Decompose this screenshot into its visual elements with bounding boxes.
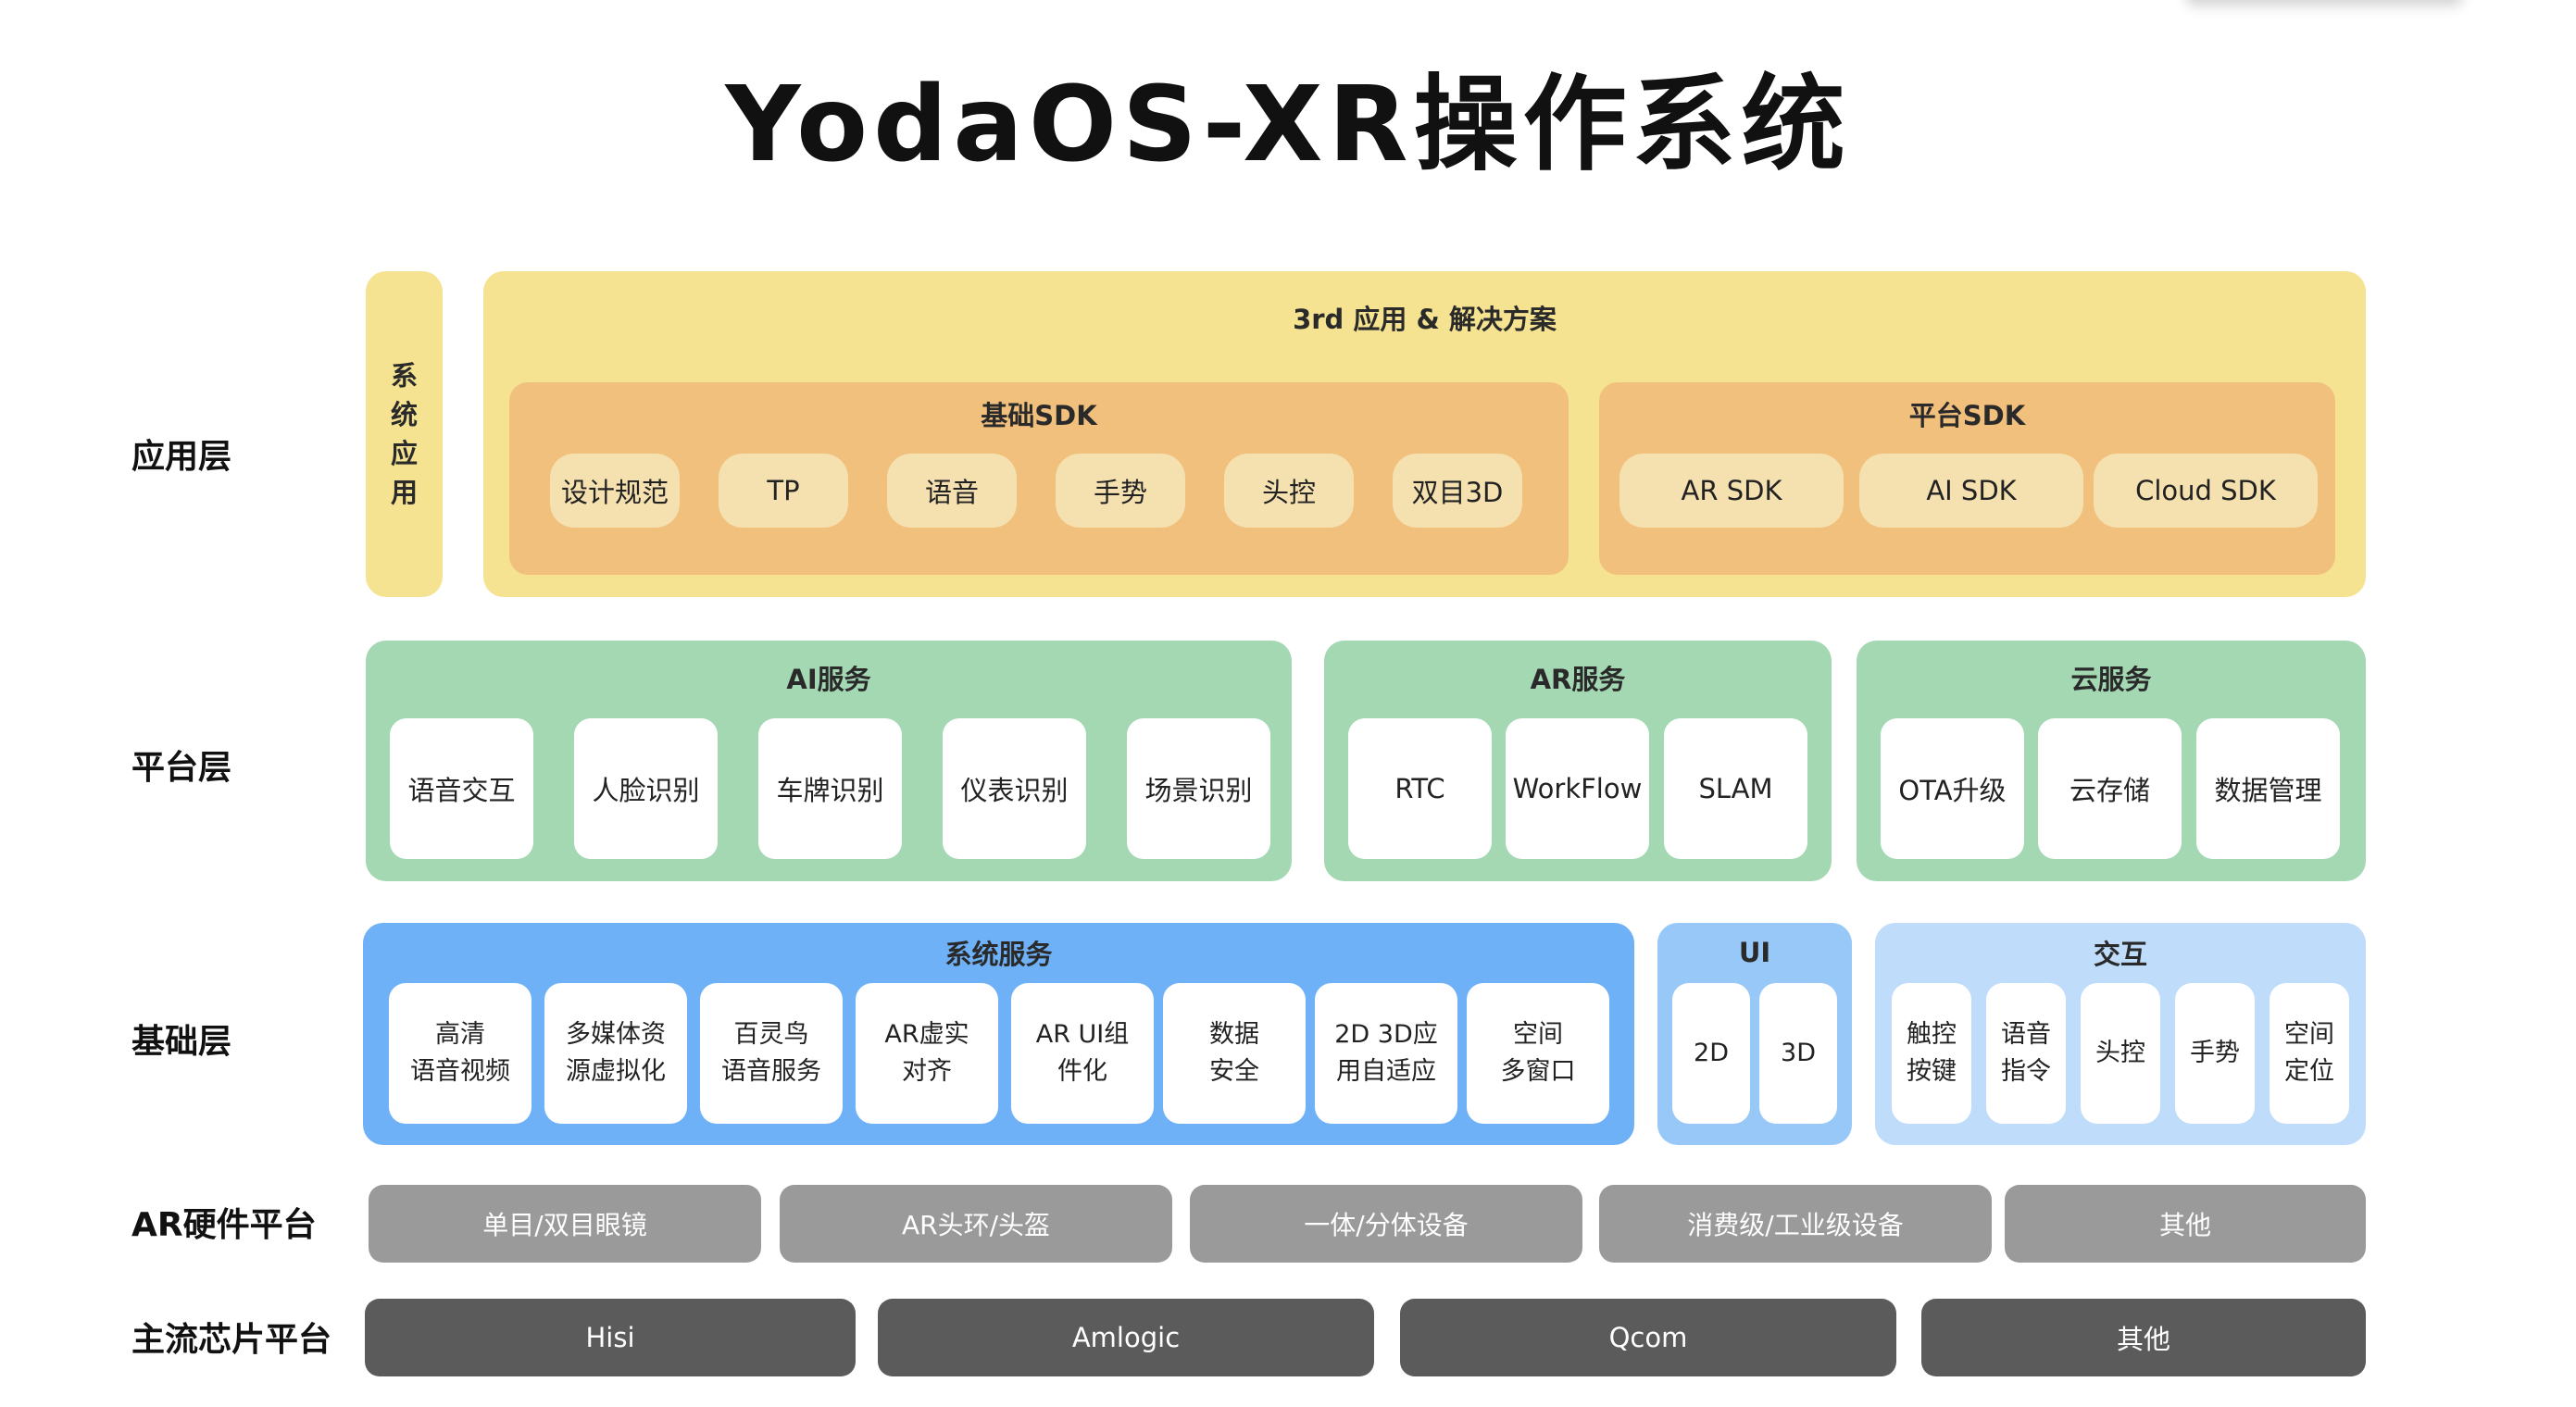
system-apps-char: 统 xyxy=(390,399,418,430)
layer-label-platform: 平台层 xyxy=(131,749,232,787)
system-apps-char: 系 xyxy=(390,360,418,392)
ui-item-3d: 3D xyxy=(1759,983,1837,1124)
ai-service-panel: AI服务 语音交互 人脸识别 车牌识别 仪表识别 场景识别 xyxy=(366,641,1292,881)
ai-item-plate-recognition: 车牌识别 xyxy=(758,718,902,859)
ar-item-rtc: RTC xyxy=(1348,718,1492,859)
service-item-ar-alignment: AR虚实 对齐 xyxy=(856,983,998,1124)
chip-item-amlogic: Amlogic xyxy=(878,1299,1374,1376)
cloud-item-data-management: 数据管理 xyxy=(2196,718,2340,859)
layer-label-hardware: AR硬件平台 xyxy=(131,1206,317,1244)
ui-title: UI xyxy=(1738,937,1771,968)
interaction-item-line: 语音 xyxy=(2001,1020,2051,1049)
service-item-line: 高清 xyxy=(435,1020,485,1049)
service-item-line: 件化 xyxy=(1057,1057,1107,1086)
service-item-line: 2D 3D应 xyxy=(1334,1020,1438,1049)
hardware-item-consumer-industrial: 消费级/工业级设备 xyxy=(1599,1185,1992,1263)
service-item-line: 多媒体资 xyxy=(566,1020,666,1049)
ar-item-workflow: WorkFlow xyxy=(1506,718,1649,859)
sdk-item-tp: TP xyxy=(719,454,848,528)
cloud-service-panel: 云服务 OTA升级 云存储 数据管理 xyxy=(1857,641,2366,881)
basic-sdk-title: 基础SDK xyxy=(981,400,1097,431)
sdk-item-ar-sdk: AR SDK xyxy=(1619,454,1844,528)
ai-service-title: AI服务 xyxy=(786,664,871,695)
hardware-item-ar-headband: AR头环/头盔 xyxy=(780,1185,1172,1263)
service-item-lark-voice: 百灵鸟 语音服务 xyxy=(700,983,843,1124)
interaction-item-spatial-positioning: 空间 定位 xyxy=(2270,983,2349,1124)
sdk-item-cloud-sdk: Cloud SDK xyxy=(2094,454,2318,528)
service-item-line: 语音服务 xyxy=(721,1057,821,1086)
cloud-item-ota-upgrade: OTA升级 xyxy=(1881,718,2024,859)
interaction-item-head-control: 头控 xyxy=(2081,983,2160,1124)
sdk-item-head-control: 头控 xyxy=(1224,454,1354,528)
hardware-item-other: 其他 xyxy=(2005,1185,2366,1263)
diagram-title: YodaOS-XR操作系统 xyxy=(725,65,1851,185)
interaction-item-gesture: 手势 xyxy=(2175,983,2255,1124)
service-item-line: 空间 xyxy=(1513,1020,1563,1049)
third-party-apps-panel: 3rd 应用 & 解决方案 基础SDK 设计规范 TP 语音 手势 头控 双目3… xyxy=(483,271,2366,597)
system-apps-panel: 系 统 应 用 xyxy=(366,271,443,597)
service-item-line: AR虚实 xyxy=(884,1020,969,1049)
sdk-item-ai-sdk: AI SDK xyxy=(1859,454,2083,528)
ar-item-slam: SLAM xyxy=(1664,718,1807,859)
hardware-item-mono-binocular-glasses: 单目/双目眼镜 xyxy=(369,1185,761,1263)
chip-item-other: 其他 xyxy=(1921,1299,2366,1376)
service-item-line: 用自适应 xyxy=(1336,1057,1436,1086)
service-item-line: 源虚拟化 xyxy=(566,1057,666,1086)
service-item-spatial-multiwindow: 空间 多窗口 xyxy=(1467,983,1609,1124)
hardware-item-standalone-tethered: 一体/分体设备 xyxy=(1190,1185,1582,1263)
ar-service-title: AR服务 xyxy=(1530,664,1626,695)
interaction-title: 交互 xyxy=(2093,939,2147,970)
ai-item-voice-interaction: 语音交互 xyxy=(390,718,533,859)
sdk-item-design-spec: 设计规范 xyxy=(550,454,680,528)
cloud-service-title: 云服务 xyxy=(2070,664,2152,695)
interaction-item-line: 触控 xyxy=(1907,1020,1957,1049)
ui-panel: UI 2D 3D xyxy=(1657,923,1852,1145)
ai-item-scene-recognition: 场景识别 xyxy=(1127,718,1270,859)
ai-item-meter-recognition: 仪表识别 xyxy=(943,718,1086,859)
chip-item-qcom: Qcom xyxy=(1400,1299,1896,1376)
interaction-item-line: 空间 xyxy=(2284,1020,2334,1049)
chip-item-hisi: Hisi xyxy=(365,1299,856,1376)
platform-sdk-panel: 平台SDK AR SDK AI SDK Cloud SDK xyxy=(1599,382,2335,575)
interaction-item-touch-keys: 触控 按键 xyxy=(1892,983,1971,1124)
service-item-2d3d-adaptive: 2D 3D应 用自适应 xyxy=(1315,983,1457,1124)
ai-item-face-recognition: 人脸识别 xyxy=(574,718,718,859)
interaction-item-line: 定位 xyxy=(2284,1057,2334,1086)
ar-service-panel: AR服务 RTC WorkFlow SLAM xyxy=(1324,641,1832,881)
service-item-line: 数据 xyxy=(1209,1020,1259,1049)
cloud-item-cloud-storage: 云存储 xyxy=(2038,718,2182,859)
sdk-item-binocular-3d: 双目3D xyxy=(1393,454,1522,528)
system-apps-char: 应 xyxy=(390,438,418,469)
interaction-item-line: 指令 xyxy=(2001,1057,2051,1086)
service-item-line: AR UI组 xyxy=(1035,1020,1130,1049)
third-party-apps-title: 3rd 应用 & 解决方案 xyxy=(1293,304,1557,335)
service-item-line: 对齐 xyxy=(902,1057,952,1086)
basic-sdk-panel: 基础SDK 设计规范 TP 语音 手势 头控 双目3D xyxy=(509,382,1569,575)
service-item-line: 百灵鸟 xyxy=(733,1020,809,1049)
service-item-line: 安全 xyxy=(1209,1057,1259,1086)
sdk-item-voice: 语音 xyxy=(887,454,1017,528)
service-item-line: 多窗口 xyxy=(1500,1057,1576,1086)
sdk-item-gesture: 手势 xyxy=(1056,454,1185,528)
system-service-panel: 系统服务 高清 语音视频 多媒体资 源虚拟化 百灵鸟 语音服务 AR虚实 对齐 … xyxy=(363,923,1634,1145)
service-item-ar-ui-components: AR UI组 件化 xyxy=(1011,983,1154,1124)
interaction-item-voice-command: 语音 指令 xyxy=(1986,983,2066,1124)
interaction-item-line: 按键 xyxy=(1907,1057,1957,1086)
system-apps-char: 用 xyxy=(390,477,418,508)
layer-label-app: 应用层 xyxy=(131,438,232,476)
layer-label-chip: 主流芯片平台 xyxy=(131,1321,332,1359)
layer-label-base: 基础层 xyxy=(131,1023,232,1061)
platform-sdk-title: 平台SDK xyxy=(1908,400,2026,431)
system-service-title: 系统服务 xyxy=(944,939,1053,970)
service-item-media-virtualization: 多媒体资 源虚拟化 xyxy=(544,983,687,1124)
service-item-hd-av: 高清 语音视频 xyxy=(389,983,531,1124)
service-item-data-security: 数据 安全 xyxy=(1163,983,1306,1124)
interaction-panel: 交互 触控 按键 语音 指令 头控 手势 空间 定位 xyxy=(1875,923,2366,1145)
ui-item-2d: 2D xyxy=(1672,983,1750,1124)
service-item-line: 语音视频 xyxy=(410,1057,510,1086)
